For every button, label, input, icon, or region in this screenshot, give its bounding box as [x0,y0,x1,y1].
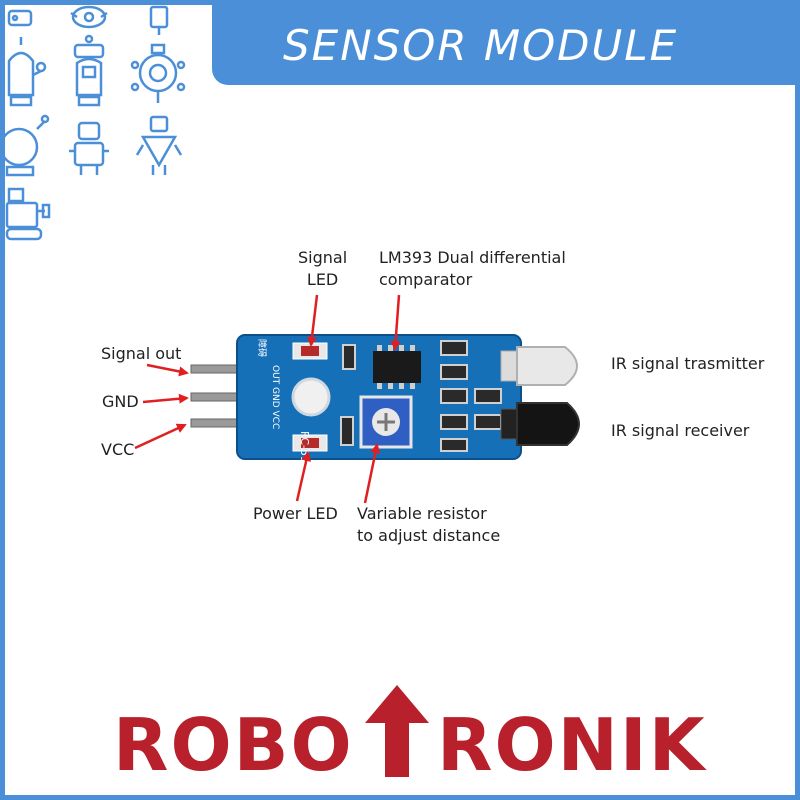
board-obstacle-text: 障碍 [256,339,268,357]
power-led [292,434,328,452]
robot-icon [69,121,109,175]
arrow-comparator [390,294,401,351]
label-signal-led: Signal LED [298,248,348,289]
robot-icon [130,43,186,103]
robot-icon [73,34,105,107]
robot-icon [7,37,47,107]
arrow-vcc [134,423,187,450]
signal-led [292,342,328,360]
robot-icon [5,187,51,241]
robot-icon [70,5,108,29]
label-ir-transmitter: IR signal trasmitter [611,354,765,373]
arrow-power-led [295,451,312,502]
robot-icons-group [5,5,186,241]
arrow-variable-resistor [363,443,381,504]
arrow-gnd [142,393,189,404]
board-pins: OUT GND VCC [270,365,280,429]
board-model: FC-51 [298,431,311,463]
label-gnd: GND [102,392,139,411]
banner-title: SENSOR MODULE [283,21,679,70]
robot-icon [5,114,50,177]
ir-transmitter [500,346,578,386]
label-power-led: Power LED [253,504,338,523]
arrow-signal-led [306,294,319,347]
lm393-chip [373,345,421,389]
label-variable-resistor: Variable resistor to adjust distance [357,504,501,545]
logo-ronik: RONIK [437,703,707,787]
arrow-signal-out [146,363,189,377]
callout-arrows [134,294,401,504]
potentiometer [359,395,413,449]
title-banner [212,5,795,85]
ir-receiver [500,402,580,446]
label-vcc: VCC [101,440,135,459]
sensor-module-illustration: FC-51 OUT GND VCC 障碍 [134,294,580,504]
robot-icon [7,9,33,27]
label-signal-out: Signal out [101,344,182,363]
logo-arrow-icon [365,685,429,777]
smd-components [340,340,502,452]
robot-icon [135,115,183,175]
logo-robo: ROBO [113,703,354,787]
label-comparator: LM393 Dual differential comparator [379,248,566,289]
mounting-hole [291,377,331,417]
robot-icon [149,5,169,35]
label-ir-receiver: IR signal receiver [611,421,750,440]
